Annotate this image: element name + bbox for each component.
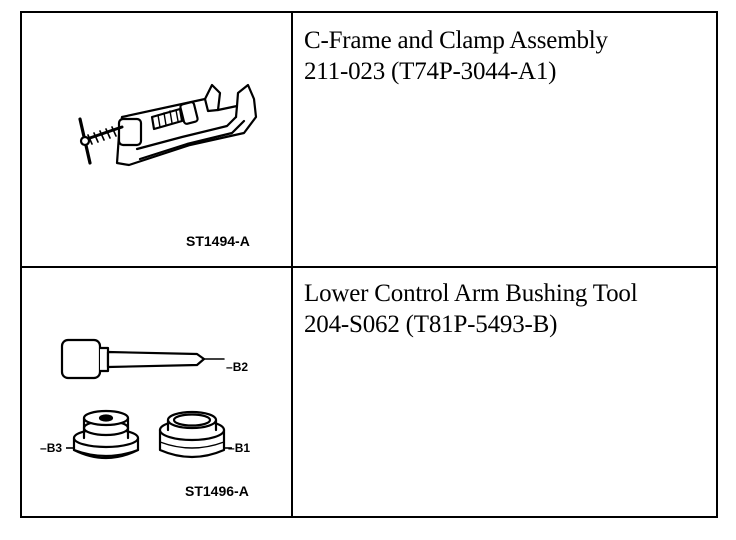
special-tools-table: ST1494-A C-Frame and Clamp Assembly 211-… [20,11,718,518]
figure-id: ST1494-A [186,233,250,249]
tool-2-illustration-cell: –B2 –B3 –B1 ST1496-A [22,268,291,516]
part-label-b3: –B3 [40,441,63,455]
figure-id: ST1496-A [185,483,249,499]
row-divider [22,266,716,268]
part-label-b1: –B1 [228,441,251,455]
tool-name: Lower Control Arm Bushing Tool [304,280,638,307]
tool-1-description-cell: C-Frame and Clamp Assembly 211-023 (T74P… [293,13,716,266]
tool-1-illustration-cell: ST1494-A [22,13,291,266]
tool-2-description-cell: Lower Control Arm Bushing Tool 204-S062 … [293,268,716,516]
tool-number: 204-S062 (T81P-5493-B) [304,311,558,338]
part-label-b2: –B2 [226,360,249,374]
tool-number: 211-023 (T74P-3044-A1) [304,58,557,85]
bushing-tool-set-icon [60,338,232,460]
tool-name: C-Frame and Clamp Assembly [304,27,608,54]
column-divider [291,13,293,516]
c-frame-clamp-icon [78,83,258,167]
